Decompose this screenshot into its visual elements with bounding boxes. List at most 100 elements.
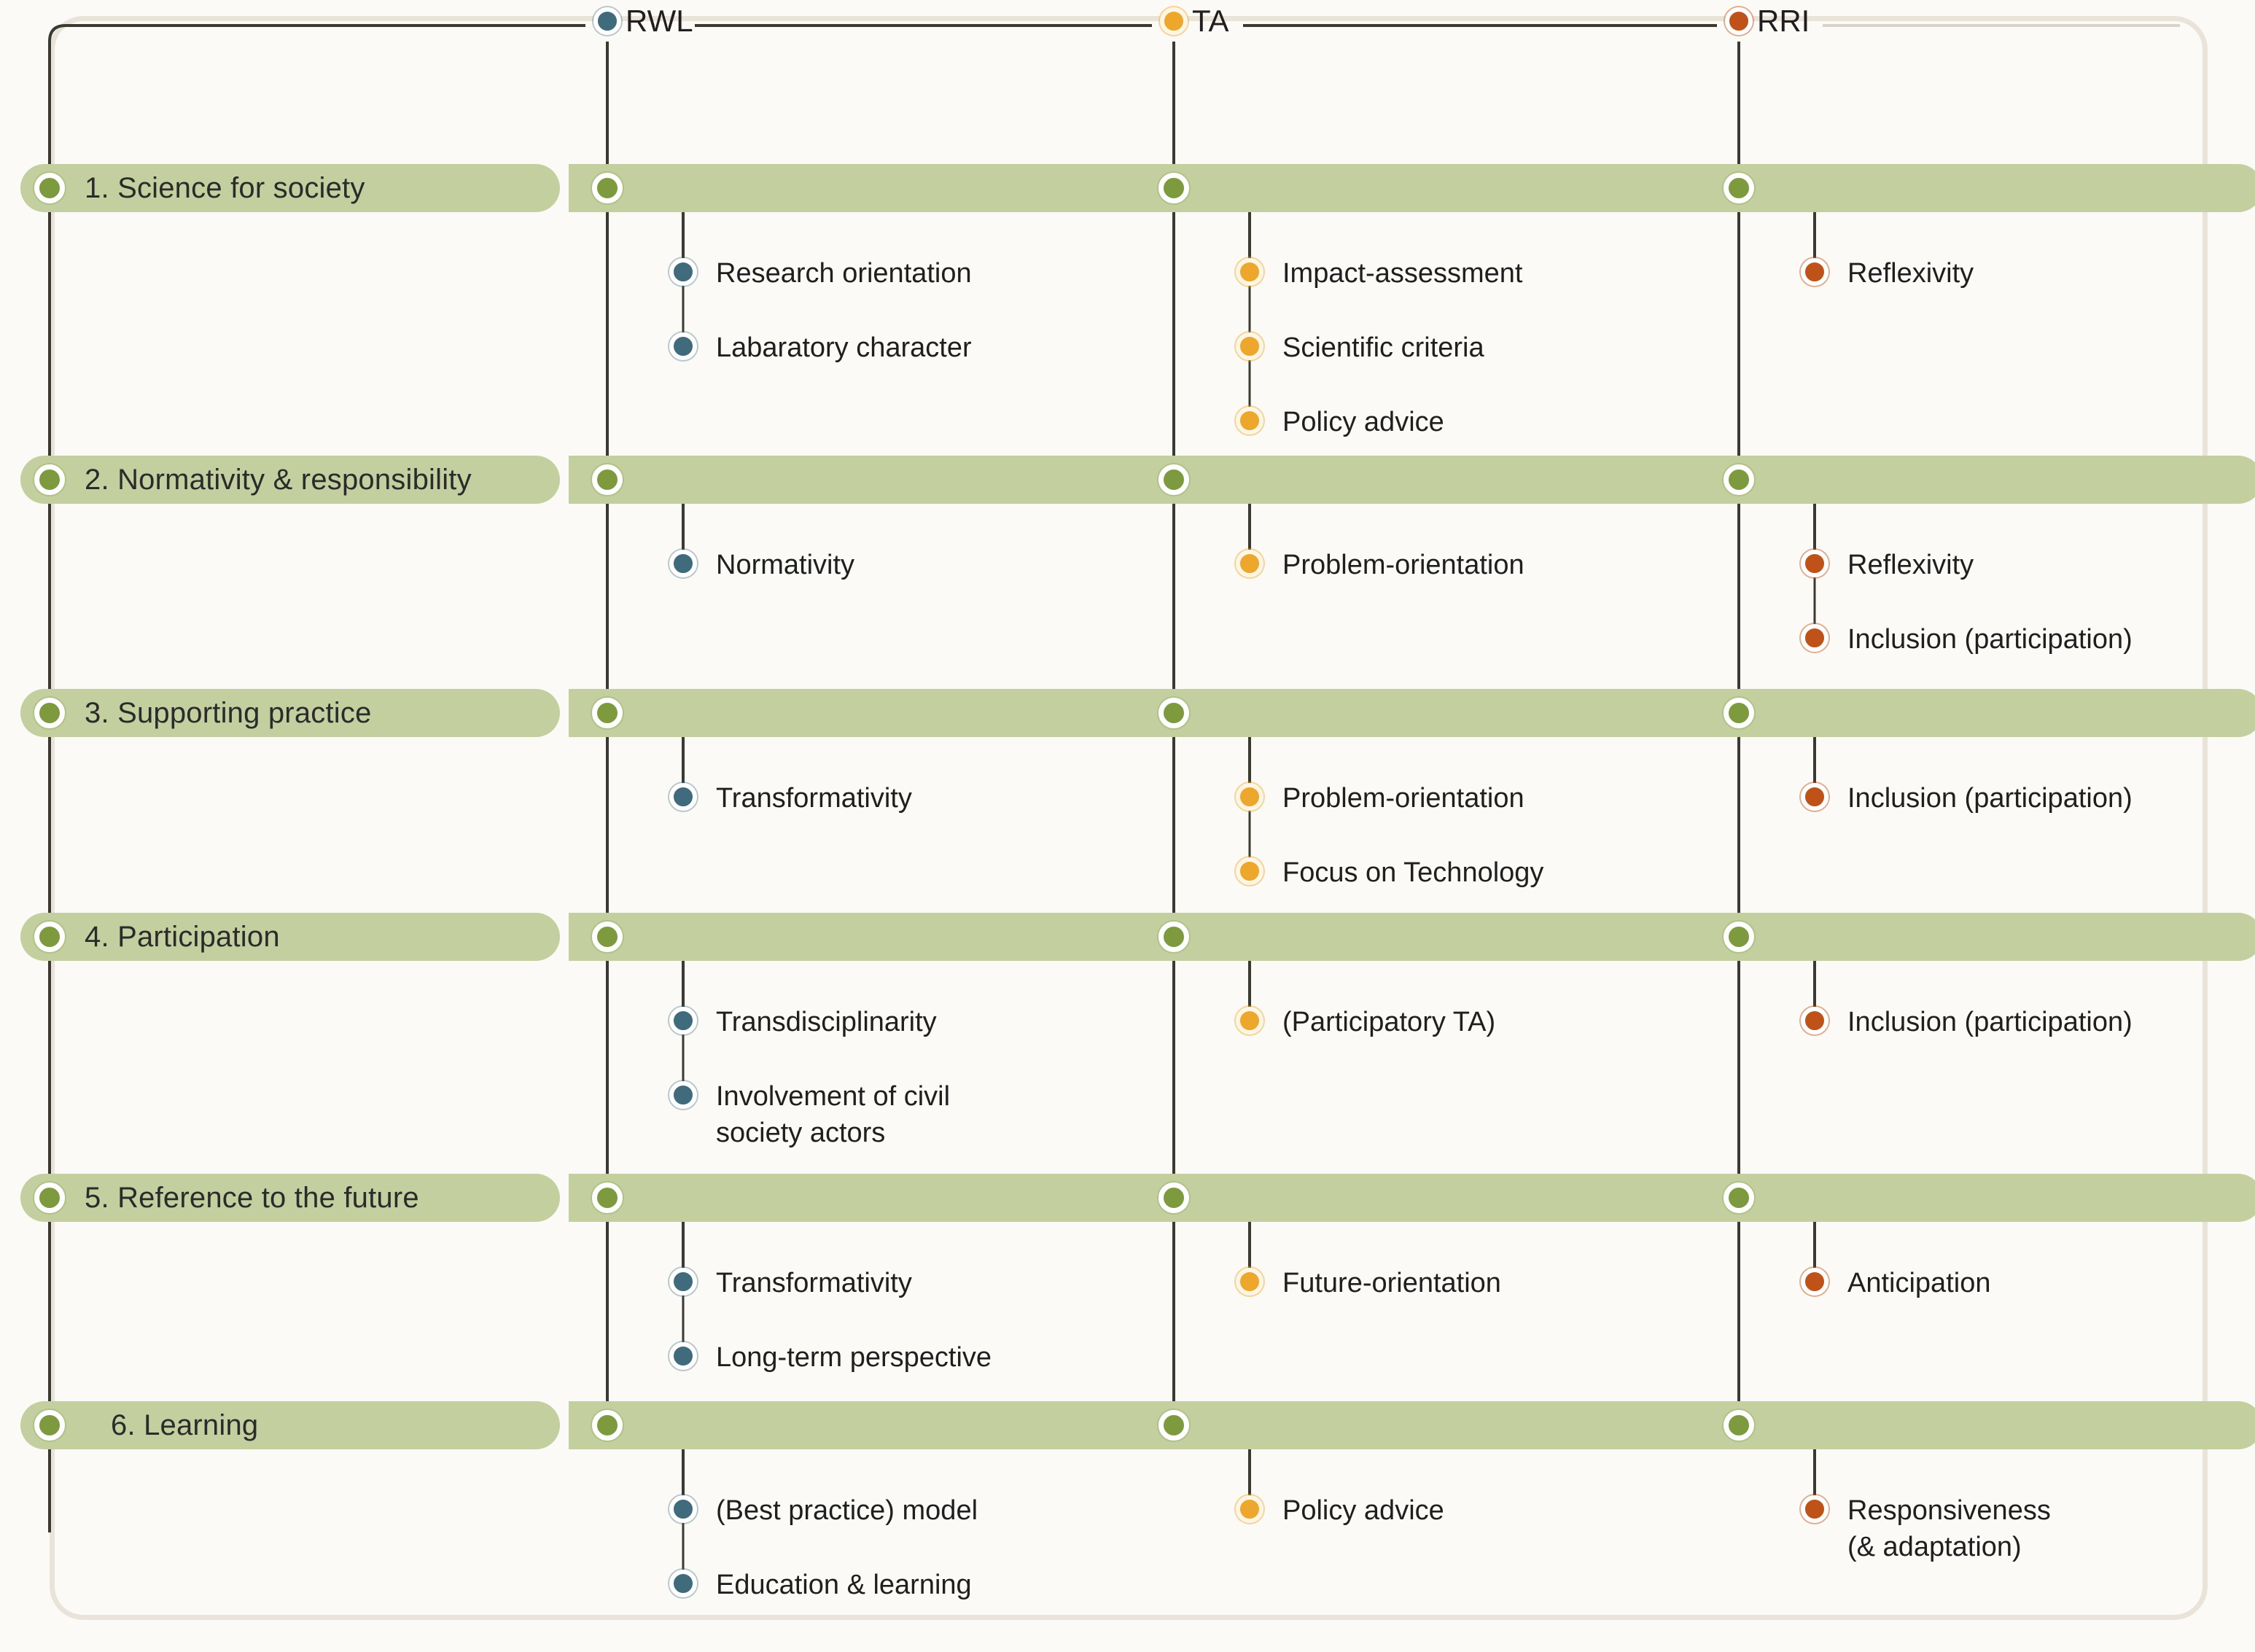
- row-2-node-rwl: [592, 464, 623, 495]
- blue-node-icon: [669, 1081, 697, 1109]
- column-header-label-ta: TA: [1192, 4, 1229, 38]
- leaf-item-label: Focus on Technology: [1282, 857, 1544, 888]
- leaf-item-rri-3-1[interactable]: Inclusion (participation): [1801, 780, 2133, 817]
- ta-node-icon: [1160, 7, 1188, 35]
- leaf-item-rwl-2-1[interactable]: Normativity: [669, 547, 854, 583]
- leaf-item-label: Anticipation: [1847, 1268, 1991, 1298]
- row-3-node-ta: [1158, 698, 1189, 728]
- column-header-rri[interactable]: RRI: [1725, 4, 1810, 39]
- leaf-item-rwl-4-2[interactable]: Involvement of civil society actors: [669, 1078, 950, 1151]
- leaf-item-ta-1-3[interactable]: Policy advice: [1236, 404, 1444, 440]
- row-6-node-rwl: [592, 1410, 623, 1441]
- row-1-node-ta: [1158, 173, 1189, 203]
- row-label-2[interactable]: 2. Normativity & responsibility: [85, 463, 472, 496]
- row-pill-2: [20, 456, 560, 504]
- row-strip-1: [569, 164, 2255, 212]
- leaf-item-label: Labaratory character: [716, 332, 972, 363]
- leaf-item-ta-1-1[interactable]: Impact-assessment: [1236, 255, 1522, 292]
- leaf-item-label: Inclusion (participation): [1847, 1007, 2133, 1037]
- brown-node-icon: [1801, 1007, 1828, 1035]
- row-label-5[interactable]: 5. Reference to the future: [85, 1181, 419, 1214]
- row-pill-5: [20, 1174, 560, 1222]
- row-anchor-3: [34, 698, 65, 728]
- row-3-node-rri: [1724, 698, 1754, 728]
- leaf-item-rwl-6-1[interactable]: (Best practice) model: [669, 1492, 978, 1529]
- blue-node-icon: [669, 1007, 697, 1035]
- blue-node-icon: [669, 258, 697, 286]
- leaf-item-rri-1-1[interactable]: Reflexivity: [1801, 255, 1974, 292]
- leaf-item-label: Problem-orientation: [1282, 783, 1524, 814]
- leaf-item-ta-6-1[interactable]: Policy advice: [1236, 1492, 1444, 1529]
- brown-node-icon: [1801, 258, 1828, 286]
- row-pill-1: [20, 164, 560, 212]
- brown-node-icon: [1801, 1268, 1828, 1296]
- leaf-item-rwl-1-2[interactable]: Labaratory character: [669, 330, 972, 366]
- leaf-item-rri-2-2[interactable]: Inclusion (participation): [1801, 621, 2133, 658]
- yellow-node-icon: [1236, 857, 1263, 885]
- row-anchor-2: [34, 464, 65, 495]
- row-label-3[interactable]: 3. Supporting practice: [85, 696, 372, 729]
- leaf-item-rwl-5-2[interactable]: Long-term perspective: [669, 1339, 992, 1376]
- yellow-node-icon: [1236, 407, 1263, 435]
- leaf-item-rwl-3-1[interactable]: Transformativity: [669, 780, 912, 817]
- leaf-item-rwl-4-1[interactable]: Transdisciplinarity: [669, 1004, 937, 1040]
- leaf-item-ta-3-1[interactable]: Problem-orientation: [1236, 780, 1524, 817]
- leaf-item-ta-5-1[interactable]: Future-orientation: [1236, 1265, 1501, 1301]
- brown-node-icon: [1801, 783, 1828, 811]
- leaf-item-label: (Best practice) model: [716, 1495, 978, 1526]
- row-1-node-rri: [1724, 173, 1754, 203]
- row-6-node-rri: [1724, 1410, 1754, 1441]
- leaf-item-label: Involvement of civil society actors: [716, 1081, 951, 1148]
- row-label-4[interactable]: 4. Participation: [85, 920, 280, 953]
- leaf-item-label: Policy advice: [1282, 407, 1444, 437]
- leaf-item-rri-2-1[interactable]: Reflexivity: [1801, 547, 1974, 583]
- leaf-item-label: Inclusion (participation): [1847, 624, 2133, 655]
- leaf-item-rri-4-1[interactable]: Inclusion (participation): [1801, 1004, 2133, 1040]
- row-pill-3: [20, 689, 560, 737]
- leaf-item-label: Future-orientation: [1282, 1268, 1501, 1298]
- column-header-ta[interactable]: TA: [1160, 4, 1229, 39]
- row-5-node-ta: [1158, 1182, 1189, 1213]
- row-anchor-6: [34, 1410, 65, 1441]
- row-anchor-4: [34, 922, 65, 952]
- row-strip-4: [569, 913, 2255, 961]
- column-header-label-rwl: RWL: [626, 4, 693, 38]
- yellow-node-icon: [1236, 1007, 1263, 1035]
- row-4-node-rri: [1724, 922, 1754, 952]
- diagram-frame: [50, 16, 2208, 1620]
- leaf-item-rri-5-1[interactable]: Anticipation: [1801, 1265, 1990, 1301]
- row-5-node-rwl: [592, 1182, 623, 1213]
- leaf-item-ta-2-1[interactable]: Problem-orientation: [1236, 547, 1524, 583]
- row-2-node-ta: [1158, 464, 1189, 495]
- row-4-node-ta: [1158, 922, 1189, 952]
- column-header-label-rri: RRI: [1757, 4, 1810, 38]
- blue-node-icon: [669, 1268, 697, 1296]
- leaf-item-rwl-5-1[interactable]: Transformativity: [669, 1265, 912, 1301]
- rwl-node-icon: [593, 7, 621, 35]
- leaf-item-rwl-6-2[interactable]: Education & learning: [669, 1567, 972, 1603]
- row-2-node-rri: [1724, 464, 1754, 495]
- leaf-item-ta-4-1[interactable]: (Participatory TA): [1236, 1004, 1495, 1040]
- blue-node-icon: [669, 550, 697, 577]
- leaf-item-label: Inclusion (participation): [1847, 783, 2133, 814]
- leaf-item-label: (Participatory TA): [1282, 1007, 1496, 1037]
- row-4-node-rwl: [592, 922, 623, 952]
- blue-node-icon: [669, 332, 697, 360]
- leaf-item-label: Transdisciplinarity: [716, 1007, 937, 1037]
- row-label-1[interactable]: 1. Science for society: [85, 171, 365, 204]
- brown-node-icon: [1801, 624, 1828, 652]
- row-label-6[interactable]: 6. Learning: [111, 1409, 259, 1441]
- leaf-item-label: Problem-orientation: [1282, 550, 1524, 580]
- yellow-node-icon: [1236, 1495, 1263, 1523]
- leaf-item-label: Long-term perspective: [716, 1342, 992, 1373]
- leaf-item-ta-1-2[interactable]: Scientific criteria: [1236, 330, 1484, 366]
- leaf-item-rri-6-1[interactable]: Responsiveness (& adaptation): [1801, 1492, 2051, 1565]
- leaf-item-ta-3-2[interactable]: Focus on Technology: [1236, 854, 1543, 891]
- brown-node-icon: [1801, 550, 1828, 577]
- column-header-rwl[interactable]: RWL: [593, 4, 693, 39]
- yellow-node-icon: [1236, 1268, 1263, 1296]
- row-anchor-5: [34, 1182, 65, 1213]
- yellow-node-icon: [1236, 783, 1263, 811]
- leaf-item-rwl-1-1[interactable]: Research orientation: [669, 255, 972, 292]
- row-strip-6: [569, 1401, 2255, 1449]
